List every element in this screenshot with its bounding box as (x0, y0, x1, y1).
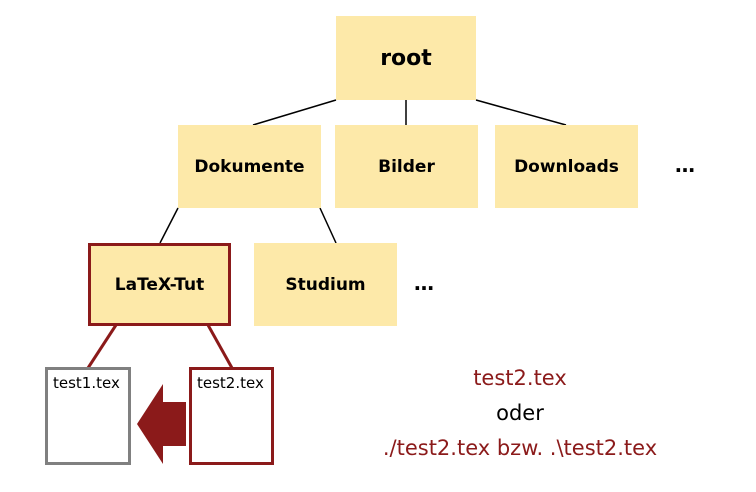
path-connector: oder (496, 401, 544, 425)
file-test1: test1.tex (45, 367, 131, 465)
level2-more: … (414, 271, 434, 295)
edge-dokumente-latex (159, 207, 179, 244)
path-relative: test2.tex (473, 366, 567, 390)
node-studium: Studium (254, 243, 397, 326)
node-dokumente: Dokumente (178, 125, 321, 208)
arrow-left-icon (137, 384, 186, 464)
file-test1-label: test1.tex (53, 374, 120, 392)
level1-more: … (675, 153, 695, 177)
file-test2: test2.tex (189, 367, 274, 465)
edge-latex-test2 (206, 324, 234, 369)
node-root: root (336, 16, 476, 100)
edge-dokumente-studium (319, 207, 337, 244)
node-bilder: Bilder (335, 125, 478, 208)
edge-root-dokumente (252, 99, 337, 126)
path-explicit: ./test2.tex bzw. .\test2.tex (382, 436, 658, 460)
edge-latex-test1 (86, 324, 118, 369)
edge-root-downloads (475, 99, 567, 126)
node-latex-tut: LaTeX-Tut (88, 243, 231, 326)
node-downloads: Downloads (495, 125, 638, 208)
file-test2-label: test2.tex (197, 374, 264, 392)
